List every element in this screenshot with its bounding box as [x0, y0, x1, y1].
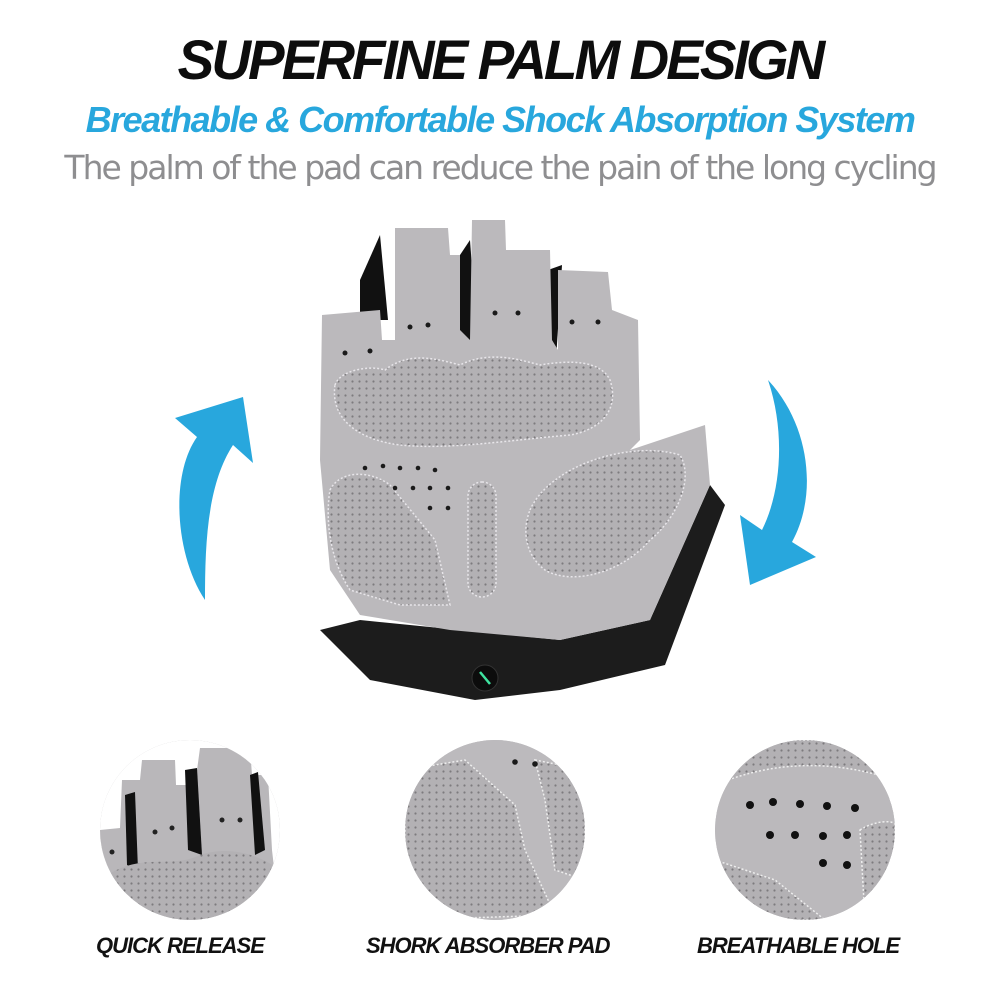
perforated-palm-closeup	[715, 740, 895, 920]
detail-image-breathable-hole	[715, 740, 895, 920]
curved-arrow-down-icon	[740, 380, 816, 585]
detail-image-quick-release	[100, 740, 280, 920]
gel-pad-closeup	[405, 740, 585, 920]
detail-image-shock-absorber-pad	[405, 740, 585, 920]
page-tagline: The palm of the pad can reduce the pain …	[64, 148, 937, 187]
feature-caption-shock-absorber-pad: SHORK ABSORBER PAD	[366, 933, 611, 958]
curved-arrow-up-icon	[175, 397, 253, 600]
finger-tabs-closeup	[100, 740, 280, 920]
feature-caption-breathable-hole: BREATHABLE HOLE	[697, 933, 900, 958]
glove-palm-image	[320, 220, 725, 700]
page-subtitle: Breathable & Comfortable Shock Absorptio…	[85, 99, 916, 140]
page-title: SUPERFINE PALM DESIGN	[177, 28, 826, 91]
feature-caption-quick-release: QUICK RELEASE	[96, 933, 265, 958]
